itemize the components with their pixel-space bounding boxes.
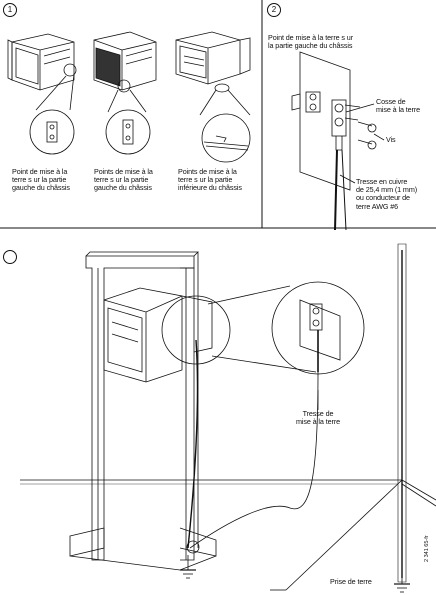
screw-top bbox=[357, 121, 377, 133]
caption-line: Point de mise à la bbox=[12, 167, 68, 176]
strap-label: Tresse de mise à la terre bbox=[282, 409, 354, 427]
caption-line: gauche du châssis bbox=[12, 183, 70, 193]
label-line: Point de mise à la terre s ur bbox=[268, 33, 353, 42]
step-2-marker: 2 bbox=[267, 3, 281, 17]
label-line: ou conducteur de bbox=[356, 193, 410, 203]
rack-frame bbox=[69, 251, 217, 571]
caption-line: inférieure du châssis bbox=[178, 183, 242, 193]
caption-middle: Points de mise à la terre s ur la partie… bbox=[94, 167, 170, 193]
caption-line: terre s ur la partie bbox=[178, 175, 233, 185]
caption-right: Points de mise à la terre s ur la partie… bbox=[178, 167, 258, 193]
rack-mounted-chassis bbox=[103, 287, 213, 383]
caption-line: terre s ur la partie bbox=[12, 175, 67, 185]
cable-label: Tresse en cuivre de 25,4 mm (1 mm) ou co… bbox=[356, 177, 436, 211]
figure-id: 2 341 65-fr bbox=[424, 535, 430, 562]
caption-line: terre s ur la partie bbox=[94, 175, 149, 185]
caption-line: Points de mise à la bbox=[178, 167, 237, 176]
ground-strap bbox=[186, 339, 319, 554]
screw-bottom bbox=[357, 139, 377, 150]
caption-line: Points de mise à la bbox=[94, 167, 153, 176]
ground-symbol-rack bbox=[180, 555, 196, 579]
label-line: terre AWG #6 bbox=[356, 201, 399, 211]
ground-label: Prise de terre bbox=[330, 577, 372, 586]
zoom-lens bbox=[161, 281, 365, 375]
label-line: la partie gauche du châssis bbox=[268, 41, 353, 51]
lug-label: Cosse de mise à la terre bbox=[376, 97, 436, 115]
chassis-ground-label: Point de mise à la terre s ur la partie … bbox=[268, 33, 388, 51]
chassis-view-left bbox=[7, 33, 77, 155]
label-line: Cosse de bbox=[376, 97, 406, 106]
step-1-marker: 1 bbox=[3, 3, 17, 17]
room-edges bbox=[20, 243, 436, 591]
label-line: Vis bbox=[386, 135, 396, 144]
caption-left: Point de mise à la terre s ur la partie … bbox=[12, 167, 88, 193]
label-line: de 25,4 mm (1 mm) bbox=[356, 185, 418, 195]
chassis-view-middle bbox=[93, 31, 157, 155]
step-3-marker bbox=[3, 250, 17, 264]
lug-detail bbox=[291, 51, 385, 231]
chassis-view-right bbox=[175, 31, 251, 163]
label-line: mise à la terre bbox=[295, 417, 341, 427]
screw-label: Vis bbox=[386, 135, 416, 144]
caption-line: gauche du châssis bbox=[94, 183, 152, 193]
label-line: Tresse de bbox=[302, 409, 334, 418]
ground-symbol-earth bbox=[394, 578, 410, 593]
label-line: mise à la terre bbox=[376, 105, 421, 115]
label-line: Tresse en cuivre bbox=[356, 177, 408, 186]
